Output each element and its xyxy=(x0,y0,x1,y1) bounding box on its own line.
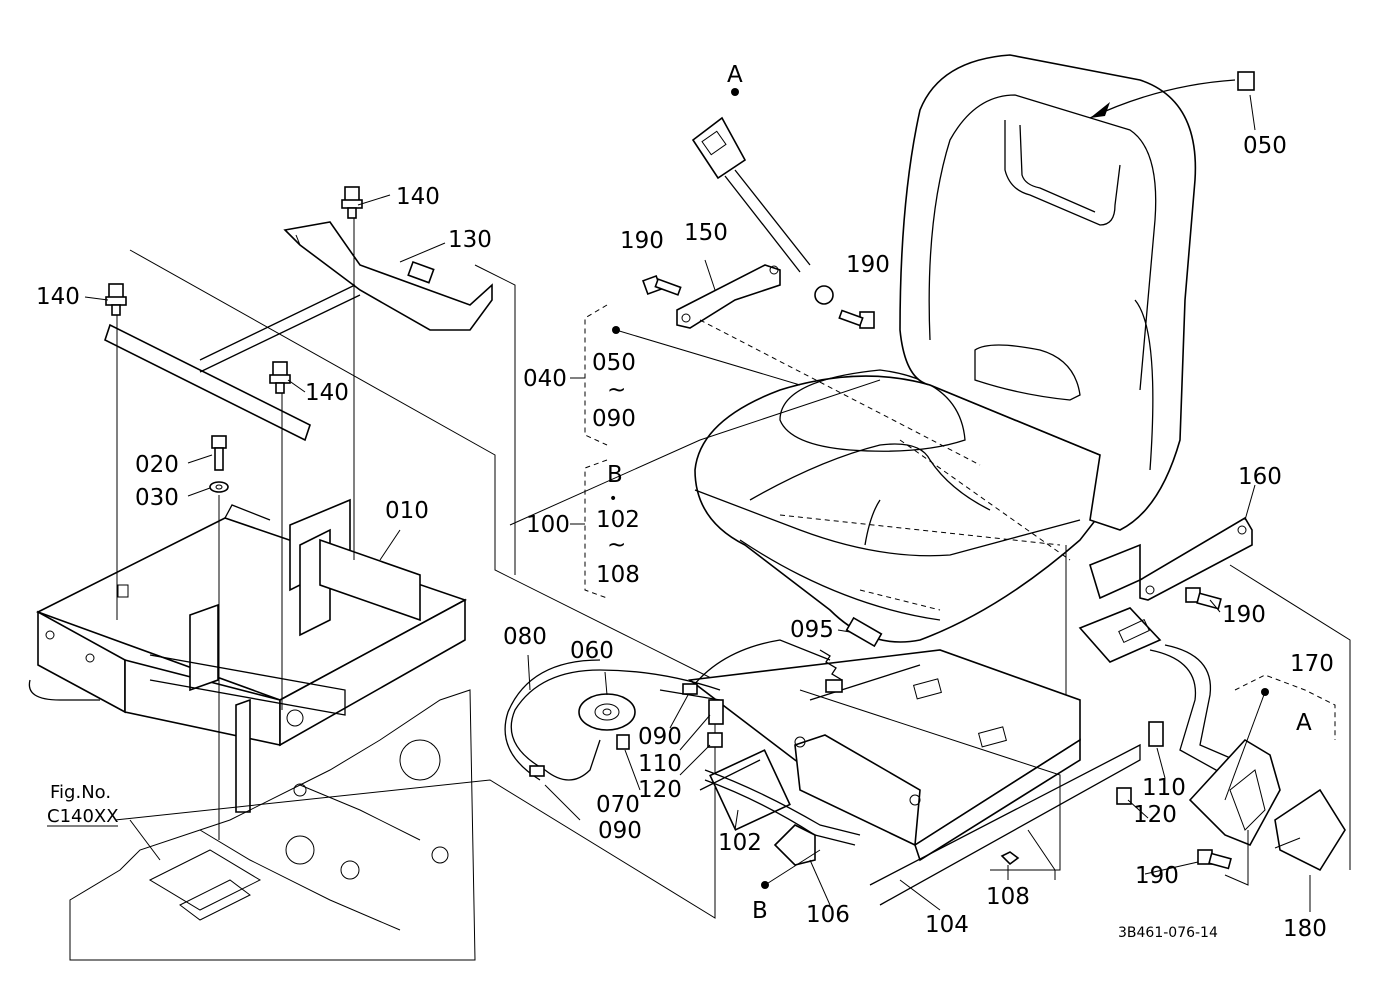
label-170: 170 xyxy=(1290,651,1334,677)
label-B-range: B xyxy=(607,462,623,488)
bolt-110-b xyxy=(1148,721,1164,747)
bolt-190-a xyxy=(642,275,682,296)
seat-belt-buckle-upper xyxy=(691,116,834,305)
label-050-top: 050 xyxy=(1243,133,1287,159)
label-160: 160 xyxy=(1238,464,1282,490)
bolt-190-b xyxy=(838,309,875,329)
adjust-lever-106 xyxy=(704,769,861,866)
label-106: 106 xyxy=(806,902,850,928)
bolt-140-top xyxy=(341,186,363,219)
bracket-100 xyxy=(570,459,608,599)
seat-switch-060 xyxy=(578,693,636,731)
seat-backrest xyxy=(899,54,1197,531)
fig-code-label: C140XX xyxy=(47,806,119,827)
nut-120-a xyxy=(707,732,723,748)
label-090-low: 090 xyxy=(598,818,642,844)
label-108-range: 108 xyxy=(596,562,640,588)
bolt-140-mid xyxy=(269,361,291,394)
label-050-range: 050 xyxy=(592,350,636,376)
label-040: 040 xyxy=(523,366,567,392)
label-060: 060 xyxy=(570,638,614,664)
seat-switch-cable-080 xyxy=(504,639,831,781)
label-tilde-1: ~ xyxy=(607,377,626,403)
transmission-housing xyxy=(69,689,476,961)
label-070: 070 xyxy=(596,792,640,818)
label-102-range: 102 xyxy=(596,507,640,533)
label-190-d: 190 xyxy=(1135,863,1179,889)
label-090-mid: 090 xyxy=(638,724,682,750)
label-080: 080 xyxy=(503,624,547,650)
spring-095 xyxy=(819,616,883,693)
seat-cushion xyxy=(694,369,1117,643)
label-140-top: 140 xyxy=(396,184,440,210)
bolt-140-left xyxy=(105,283,127,316)
nut-070 xyxy=(616,734,630,750)
seat-belt-lower-170 xyxy=(1078,607,1281,847)
label-150: 150 xyxy=(684,220,728,246)
belt-bracket-150 xyxy=(676,264,781,329)
label-010: 010 xyxy=(385,498,429,524)
cover-plate-180 xyxy=(1274,788,1346,872)
label-110-left: 110 xyxy=(638,751,682,777)
label-140-left: 140 xyxy=(36,284,80,310)
upper-mount-bracket-130 xyxy=(283,221,493,331)
bolt-110-a xyxy=(708,699,724,725)
label-190-c: 190 xyxy=(1222,602,1266,628)
label-190-b: 190 xyxy=(846,252,890,278)
label-180: 180 xyxy=(1283,916,1327,942)
label-B-low: B xyxy=(752,898,768,924)
label-130: 130 xyxy=(448,227,492,253)
seat-arrow-050 xyxy=(1089,71,1255,119)
drawing-number: 3B461-076-14 xyxy=(1118,925,1218,941)
label-A-lower: A xyxy=(1296,710,1312,736)
label-020: 020 xyxy=(135,452,179,478)
label-100: 100 xyxy=(526,512,570,538)
label-110-right: 110 xyxy=(1142,775,1186,801)
label-090-range: 090 xyxy=(592,406,636,432)
bolt-190-c xyxy=(1185,587,1222,610)
label-030: 030 xyxy=(135,485,179,511)
label-bullet: • xyxy=(609,491,617,507)
nut-120-b xyxy=(1116,787,1132,805)
label-140-mid: 140 xyxy=(305,380,349,406)
bolt-190-d xyxy=(1197,849,1232,870)
label-102-low: 102 xyxy=(718,830,762,856)
label-tilde-2: ~ xyxy=(607,532,626,558)
label-120-right: 120 xyxy=(1133,802,1177,828)
seat-suspension xyxy=(687,649,1141,906)
label-104: 104 xyxy=(925,912,969,938)
label-120-left: 120 xyxy=(638,777,682,803)
fig-no-label: Fig.No. xyxy=(50,782,111,803)
label-190-a: 190 xyxy=(620,228,664,254)
bolt-020 xyxy=(211,435,227,471)
label-108-low: 108 xyxy=(986,884,1030,910)
washer-030 xyxy=(209,481,229,493)
nut-108 xyxy=(1000,851,1020,866)
label-A-top: A xyxy=(727,62,743,88)
bracket-040 xyxy=(570,304,608,446)
seat-frame-010 xyxy=(28,498,467,813)
label-095: 095 xyxy=(790,617,834,643)
mount-plate-left xyxy=(104,284,361,442)
belt-bracket-160 xyxy=(1089,516,1253,601)
